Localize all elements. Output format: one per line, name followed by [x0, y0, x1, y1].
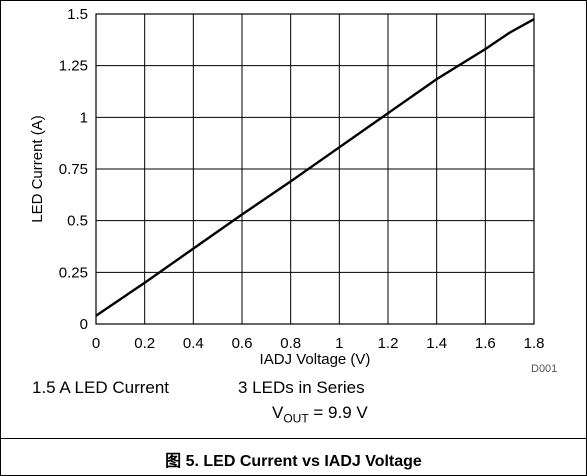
- y-tick-label: 1: [80, 109, 88, 126]
- x-tick-label: 0.2: [134, 335, 155, 352]
- note-vout: VOUT = 9.9 V: [272, 403, 368, 425]
- vout-value: = 9.9 V: [308, 403, 368, 422]
- figure-caption: 图 5. LED Current vs IADJ Voltage: [165, 453, 422, 470]
- x-tick-label: 0.6: [232, 335, 253, 352]
- vout-symbol: V: [272, 403, 284, 422]
- y-tick-label: 0.25: [59, 264, 88, 281]
- x-tick-label: 0: [92, 335, 100, 352]
- note-leds-in-series: 3 LEDs in Series: [238, 378, 365, 397]
- y-tick-label: 1.5: [67, 6, 88, 23]
- x-tick-label: 1: [335, 335, 343, 352]
- vout-subscript: OUT: [283, 411, 309, 426]
- note-led-current: 1.5 A LED Current: [32, 378, 170, 397]
- x-tick-label: 1.8: [524, 335, 545, 352]
- y-axis-label: LED Current (A): [29, 115, 46, 223]
- y-tick-label: 1.25: [59, 58, 88, 75]
- x-tick-label: 1.4: [426, 335, 447, 352]
- x-tick-label: 1.2: [378, 335, 399, 352]
- y-tick-labels: 0 0.25 0.5 0.75 1 1.25 1.5: [59, 6, 88, 333]
- plot-border: [95, 13, 535, 325]
- series-line-led-current: [95, 18, 535, 317]
- x-tick-labels: 0 0.2 0.4 0.6 0.8 1 1.2 1.4 1.6 1.8: [92, 335, 545, 352]
- caption-separator: [1, 438, 586, 439]
- figure-code: D001: [531, 363, 558, 375]
- y-tick-label: 0.5: [67, 213, 88, 230]
- x-tick-label: 0.8: [280, 335, 301, 352]
- y-tick-label: 0.75: [59, 161, 88, 178]
- x-tick-label: 1.6: [475, 335, 496, 352]
- x-tick-label: 0.4: [183, 335, 204, 352]
- x-axis-label: IADJ Voltage (V): [260, 351, 371, 368]
- y-tick-label: 0: [80, 316, 88, 333]
